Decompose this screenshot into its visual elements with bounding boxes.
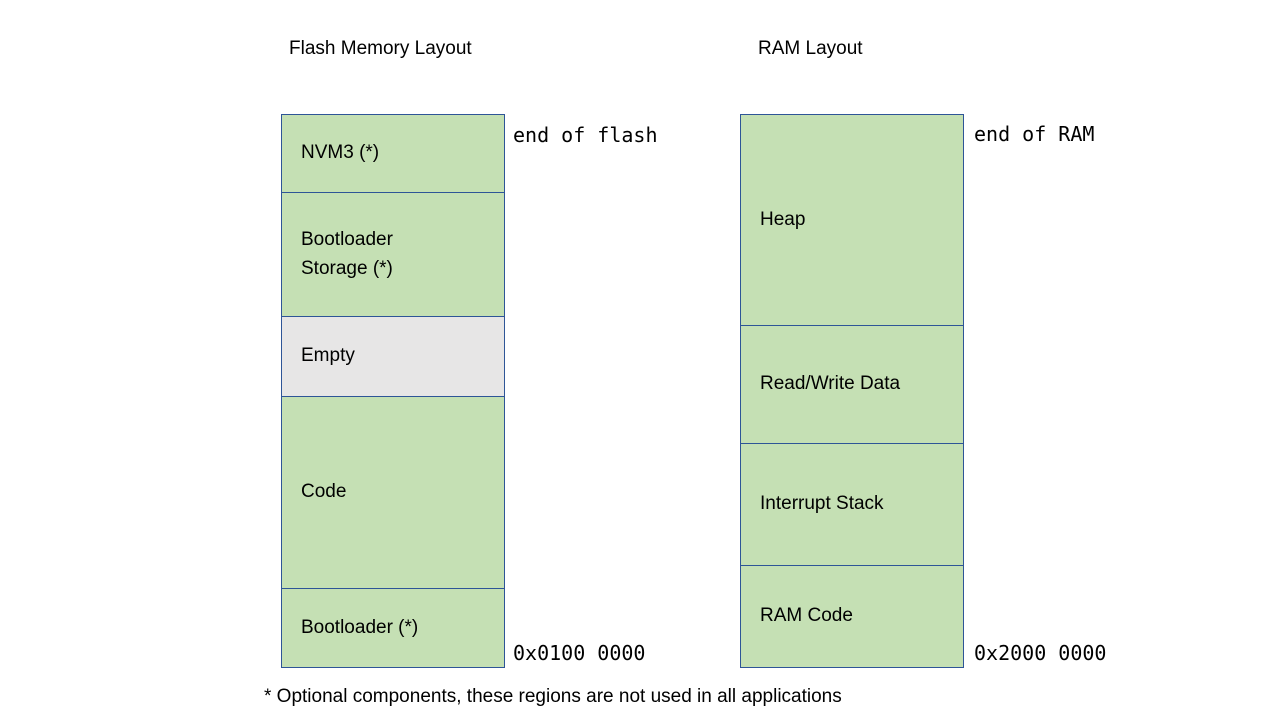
ram-block-ram-code-label: RAM Code [760, 605, 853, 627]
flash-block-bootloader-storage-label: Bootloader Storage (*) [301, 229, 393, 279]
ram-block-interrupt-stack: Interrupt Stack [741, 444, 963, 566]
flash-block-bootloader-storage: Bootloader Storage (*) [282, 193, 504, 317]
flash-block-bootloader: Bootloader (*) [282, 589, 504, 667]
ram-base-address-annotation: 0x2000 0000 [974, 641, 1107, 665]
flash-block-nvm3: NVM3 (*) [282, 115, 504, 193]
ram-stack: Heap Read/Write Data Interrupt Stack RAM… [740, 114, 964, 668]
flash-block-empty: Empty [282, 317, 504, 397]
flash-block-nvm3-label: NVM3 (*) [301, 142, 380, 164]
end-of-flash-annotation: end of flash [513, 123, 658, 147]
flash-block-code: Code [282, 397, 504, 589]
ram-block-read-write-data-label: Read/Write Data [760, 373, 901, 395]
end-of-ram-annotation: end of RAM [974, 122, 1095, 146]
flash-memory-stack: NVM3 (*) Bootloader Storage (*) Empty Co… [281, 114, 505, 668]
ram-block-heap-label: Heap [760, 208, 806, 230]
ram-block-read-write-data: Read/Write Data [741, 326, 963, 444]
ram-block-interrupt-stack-label: Interrupt Stack [760, 493, 884, 515]
ram-block-heap: Heap [741, 115, 963, 326]
ram-block-ram-code: RAM Code [741, 566, 963, 667]
flash-block-bootloader-label: Bootloader (*) [301, 616, 419, 638]
flash-block-code-label: Code [301, 481, 347, 503]
ram-layout-title: RAM Layout [758, 38, 863, 59]
flash-base-address-annotation: 0x0100 0000 [513, 641, 646, 665]
optional-components-footnote: * Optional components, these regions are… [264, 686, 842, 707]
flash-block-empty-label: Empty [301, 345, 355, 367]
flash-memory-layout-title: Flash Memory Layout [289, 38, 472, 59]
